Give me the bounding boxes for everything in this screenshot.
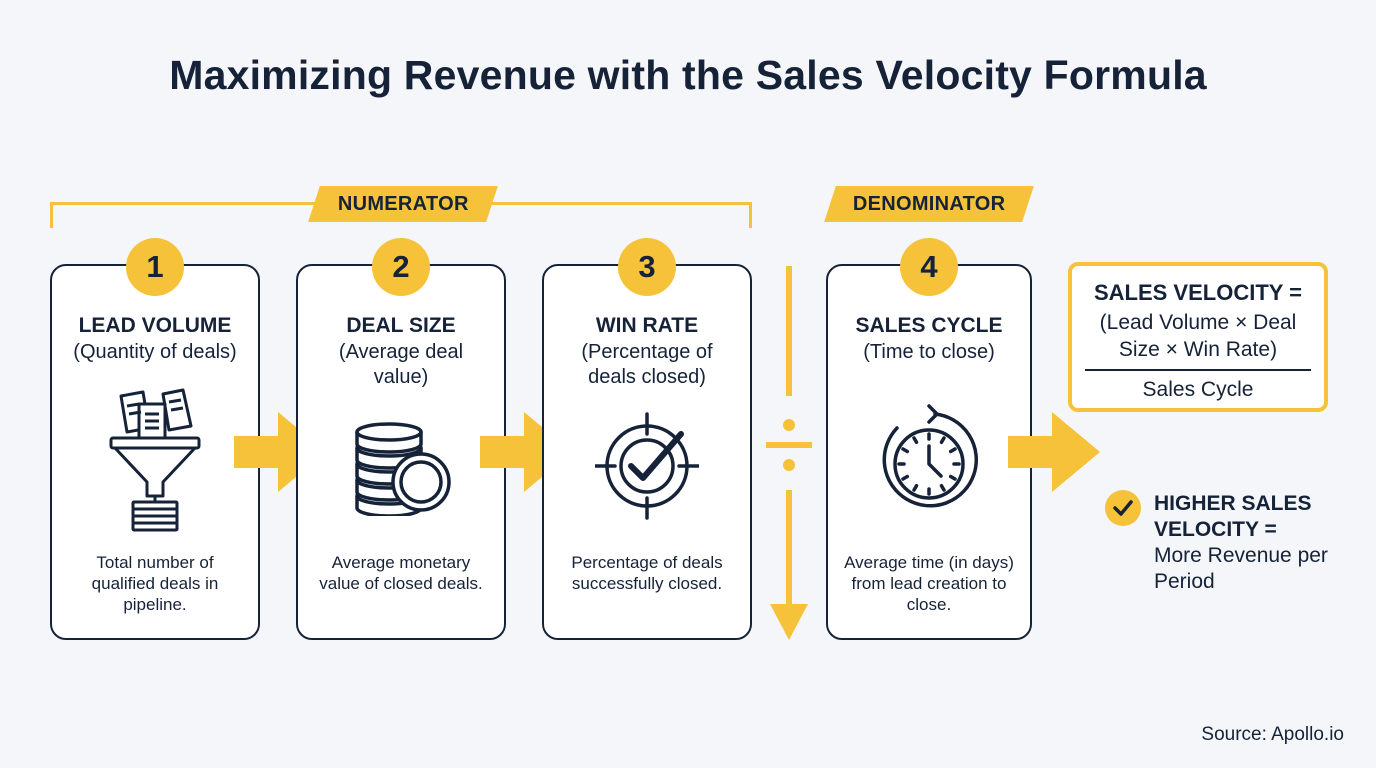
- result-text: HIGHER SALES VELOCITY = More Revenue per…: [1154, 491, 1354, 595]
- fraction-line: [1085, 369, 1311, 371]
- step-badge: 2: [372, 238, 430, 296]
- divide-icon: [766, 266, 812, 640]
- card-description: Percentage of deals successfully closed.: [571, 553, 723, 593]
- formula-denominator: Sales Cycle: [1142, 378, 1254, 401]
- card-win-rate: 3 WIN RATE (Percentage of deals closed) …: [542, 238, 752, 640]
- card-subtitle: (Quantity of deals): [73, 341, 237, 363]
- step-badge: 1: [126, 238, 184, 296]
- page-title: Maximizing Revenue with the Sales Veloci…: [169, 52, 1207, 98]
- denominator-tag: DENOMINATOR: [824, 186, 1034, 222]
- card-description: Average time (in days) from lead creatio…: [844, 553, 1014, 614]
- card-title: SALES CYCLE: [855, 314, 1003, 337]
- card-lead-volume: 1 LEAD VOLUME (Quantity of deals) Total …: [50, 238, 260, 640]
- coin-stack-icon: [355, 422, 451, 516]
- clock-icon: [882, 404, 979, 508]
- arrow-right-icon: [234, 412, 326, 492]
- result-heading: HIGHER SALES VELOCITY =: [1154, 492, 1312, 541]
- numerator-tag: NUMERATOR: [308, 186, 498, 222]
- card-title: DEAL SIZE: [346, 314, 456, 337]
- result-body: More Revenue per Period: [1154, 544, 1328, 593]
- checkmark-icon: [1105, 490, 1141, 526]
- funnel-icon: [109, 388, 201, 532]
- target-check-icon: [595, 412, 699, 520]
- denominator-label: DENOMINATOR: [852, 192, 1006, 215]
- arrow-right-icon: [480, 412, 572, 492]
- numerator-label: NUMERATOR: [337, 192, 469, 215]
- step-badge: 4: [900, 238, 958, 296]
- card-description: Total number of qualified deals in pipel…: [91, 553, 219, 614]
- card-subtitle: (Average deal value): [338, 341, 464, 388]
- card-title: WIN RATE: [595, 314, 699, 337]
- formula-heading: SALES VELOCITY =: [1093, 280, 1303, 305]
- arrow-right-icon: [1008, 412, 1100, 492]
- card-sales-cycle: 4 SALES CYCLE (Time to close) Average ti…: [826, 238, 1032, 640]
- card-subtitle: (Time to close): [863, 341, 995, 363]
- card-subtitle: (Percentage of deals closed): [581, 341, 713, 388]
- card-description: Average monetary value of closed deals.: [319, 553, 483, 593]
- step-badge: 3: [618, 238, 676, 296]
- formula-numerator: (Lead Volume × Deal Size × Win Rate): [1099, 311, 1297, 361]
- formula-box: SALES VELOCITY = (Lead Volume × Deal Siz…: [1068, 262, 1328, 412]
- card-deal-size: 2 DEAL SIZE (Average deal value) Average…: [296, 238, 506, 640]
- source-credit: Source: Apollo.io: [1201, 724, 1344, 745]
- card-title: LEAD VOLUME: [78, 314, 232, 337]
